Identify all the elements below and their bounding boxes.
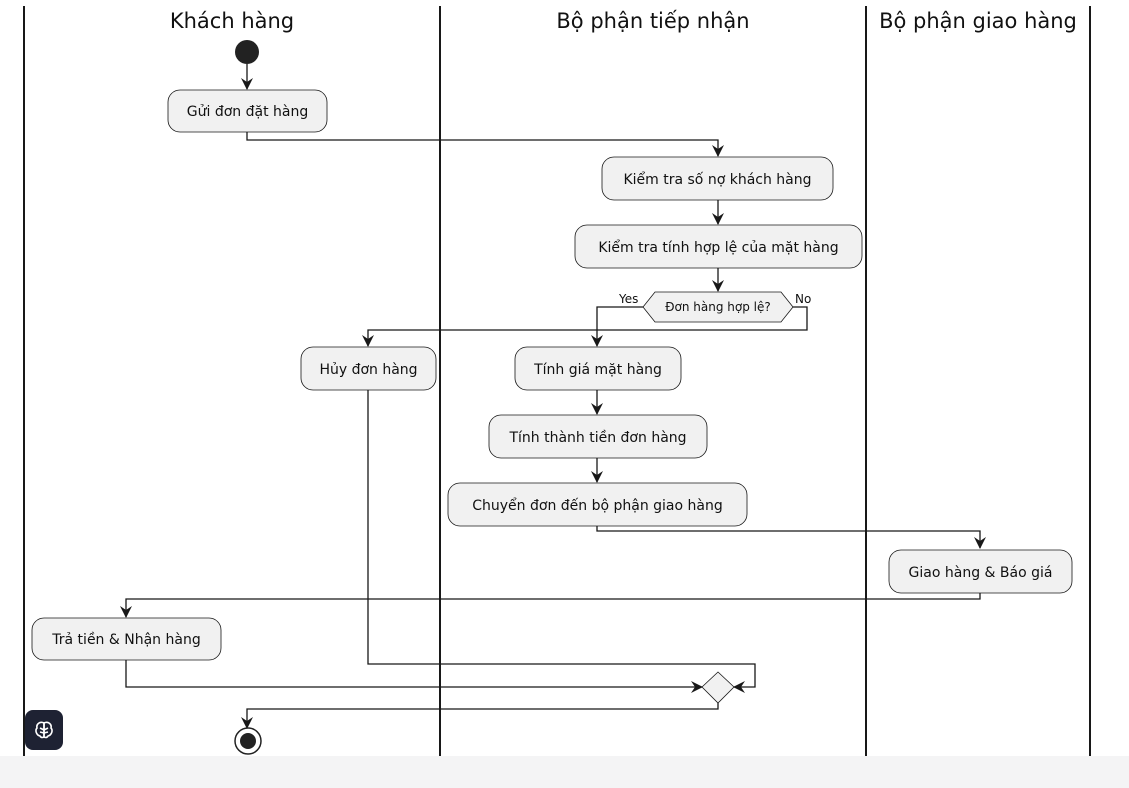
activity-label: Chuyển đơn đến bộ phận giao hàng (472, 497, 723, 514)
decision-question: Đơn hàng hợp lệ? (665, 300, 771, 314)
activity-label: Hủy đơn hàng (319, 362, 417, 378)
activity-calc-total: Tính thành tiền đơn hàng (488, 414, 708, 459)
connectors (120, 64, 986, 729)
activity-calc-item-price: Tính giá mặt hàng (514, 346, 682, 391)
lane-title-reception: Bộ phận tiếp nhận (556, 9, 749, 33)
activity-label: Tính thành tiền đơn hàng (508, 429, 686, 446)
swimlane-dividers (23, 6, 1091, 756)
end-node (234, 727, 262, 755)
activity-label: Tính giá mặt hàng (533, 362, 662, 378)
flow-pay-to-merge (125, 660, 703, 693)
activity-check-debt: Kiểm tra số nợ khách hàng (601, 156, 834, 201)
flow-decision-no (362, 306, 808, 347)
lane-title-customer: Khách hàng (170, 9, 294, 33)
brain-icon (35, 721, 53, 739)
activity-label: Kiểm tra tính hợp lệ của mặt hàng (598, 239, 838, 256)
flow-merge-to-end (241, 703, 719, 729)
activity-forward-order: Chuyển đơn đến bộ phận giao hàng (447, 482, 748, 527)
activity-deliver-quote: Giao hàng & Báo giá (888, 549, 1073, 594)
decision-order-valid: Đơn hàng hợp lệ? (642, 291, 794, 323)
flow-cancel-to-merge (367, 390, 756, 693)
activity-label: Giao hàng & Báo giá (909, 565, 1053, 581)
flow-decision-yes (591, 306, 643, 347)
flow-deliver-to-pay (120, 593, 981, 618)
activity-pay-receive: Trả tiền & Nhận hàng (31, 617, 222, 661)
merge-node (701, 671, 735, 704)
flow-forward-to-deliver (596, 526, 986, 549)
activity-cancel-order: Hủy đơn hàng (300, 346, 437, 391)
activity-send-order: Gửi đơn đặt hàng (167, 89, 328, 133)
activity-label: Kiểm tra số nợ khách hàng (623, 171, 811, 188)
decision-no-label: No (795, 292, 811, 306)
activity-label: Trả tiền & Nhận hàng (51, 631, 200, 648)
activity-check-validity: Kiểm tra tính hợp lệ của mặt hàng (574, 224, 863, 269)
bottom-band (0, 756, 1129, 788)
flow-send-to-debt (246, 132, 724, 157)
decision-yes-label: Yes (618, 292, 638, 306)
lane-title-delivery: Bộ phận giao hàng (879, 9, 1077, 33)
app-badge[interactable] (25, 710, 63, 750)
activity-label: Gửi đơn đặt hàng (187, 104, 308, 120)
start-node (235, 40, 259, 64)
